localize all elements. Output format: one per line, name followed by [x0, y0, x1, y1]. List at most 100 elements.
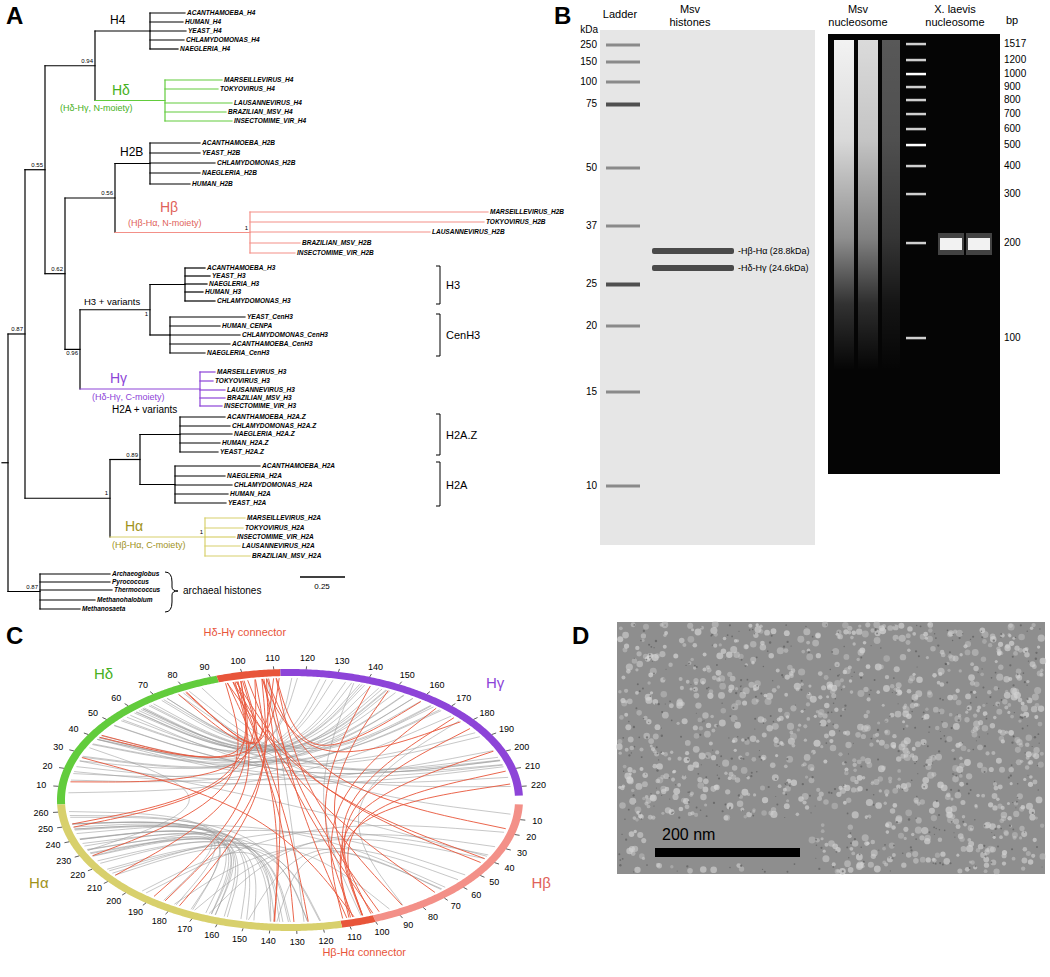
- speck: [869, 694, 870, 695]
- taxon-label: HUMAN_CENPA: [222, 322, 272, 329]
- speck: [915, 650, 917, 652]
- speck: [890, 870, 891, 871]
- particle: [864, 841, 869, 846]
- tick: [495, 863, 499, 864]
- tree-branch: [205, 545, 240, 546]
- particle: [648, 738, 654, 744]
- tick: [269, 931, 270, 934]
- tree-branch: [250, 221, 484, 222]
- crosslink: [91, 839, 289, 922]
- particle: [1012, 637, 1015, 640]
- particle: [1009, 824, 1012, 827]
- particle: [731, 715, 738, 722]
- residue-number: 90: [403, 920, 413, 930]
- speck: [783, 646, 785, 648]
- speck: [815, 805, 816, 806]
- speck: [669, 798, 670, 799]
- speck: [880, 647, 882, 649]
- scale-bar: [300, 576, 345, 578]
- particle: [850, 776, 856, 782]
- speck: [916, 625, 917, 626]
- speck: [840, 715, 842, 717]
- particle: [885, 823, 889, 827]
- speck: [648, 722, 649, 723]
- particle: [949, 713, 953, 717]
- tick: [53, 812, 58, 813]
- taxon-label: CHLAMYDOMONAS_H3: [217, 297, 291, 304]
- speck: [972, 636, 974, 638]
- bracket: [436, 414, 440, 455]
- particle: [801, 650, 805, 654]
- particle: [747, 793, 750, 796]
- sequence-segment: [373, 804, 523, 921]
- tree-branch: [165, 88, 218, 89]
- particle: [977, 762, 983, 768]
- particle: [1013, 651, 1018, 656]
- speck: [983, 845, 985, 847]
- speck: [671, 812, 673, 814]
- crosslink: [165, 679, 268, 901]
- speck: [991, 832, 992, 833]
- speck: [910, 846, 912, 848]
- taxon-label: BRAZILIAN_MSV_H4: [228, 108, 293, 115]
- particle: [1016, 668, 1022, 674]
- speck: [837, 675, 839, 677]
- particle: [812, 640, 819, 647]
- speck: [1039, 743, 1040, 744]
- speck: [928, 731, 929, 732]
- particle: [1030, 626, 1034, 630]
- tree-branch: [95, 30, 150, 31]
- speck: [658, 759, 659, 760]
- speck: [756, 656, 758, 658]
- particle: [618, 690, 622, 694]
- particle: [1022, 858, 1028, 864]
- speck: [944, 735, 946, 737]
- particle: [694, 733, 700, 739]
- particle: [859, 647, 865, 653]
- particle: [906, 633, 911, 638]
- speck: [808, 693, 809, 694]
- particle: [705, 752, 712, 759]
- particle: [741, 738, 745, 742]
- particle: [646, 798, 652, 804]
- particle: [970, 827, 973, 830]
- crosslink: [276, 678, 420, 745]
- speck: [1014, 712, 1015, 713]
- tree-branch: [205, 555, 250, 556]
- particle: [824, 843, 828, 847]
- speck: [740, 691, 741, 692]
- speck: [622, 858, 624, 860]
- particle: [816, 788, 820, 792]
- particle: [866, 842, 870, 846]
- particle: [897, 769, 901, 773]
- particle: [740, 808, 744, 812]
- particle: [997, 651, 1002, 656]
- speck: [1024, 716, 1026, 718]
- particle: [852, 811, 859, 818]
- particle: [824, 675, 829, 680]
- particle: [785, 674, 790, 679]
- particle: [1017, 793, 1023, 799]
- particle: [699, 753, 706, 760]
- taxon-label: NAEGLERIA_H4: [180, 45, 230, 52]
- particle: [853, 769, 857, 773]
- particle: [818, 712, 823, 717]
- tick: [64, 841, 69, 843]
- band-glow: [966, 233, 992, 255]
- particle: [823, 850, 826, 853]
- tree-branch: [80, 309, 150, 310]
- crosslink: [142, 852, 271, 921]
- particle: [693, 687, 698, 692]
- speck: [618, 853, 620, 855]
- particle: [930, 646, 936, 652]
- particle: [712, 675, 717, 680]
- crosslink: [262, 679, 460, 752]
- particle: [885, 675, 889, 679]
- particle: [711, 755, 716, 760]
- particle: [682, 643, 686, 647]
- support-value: 0.62: [51, 266, 63, 273]
- dna-ladder-band: [906, 337, 926, 340]
- tree-branch: [185, 291, 203, 292]
- particle: [818, 695, 822, 699]
- speck: [678, 817, 680, 819]
